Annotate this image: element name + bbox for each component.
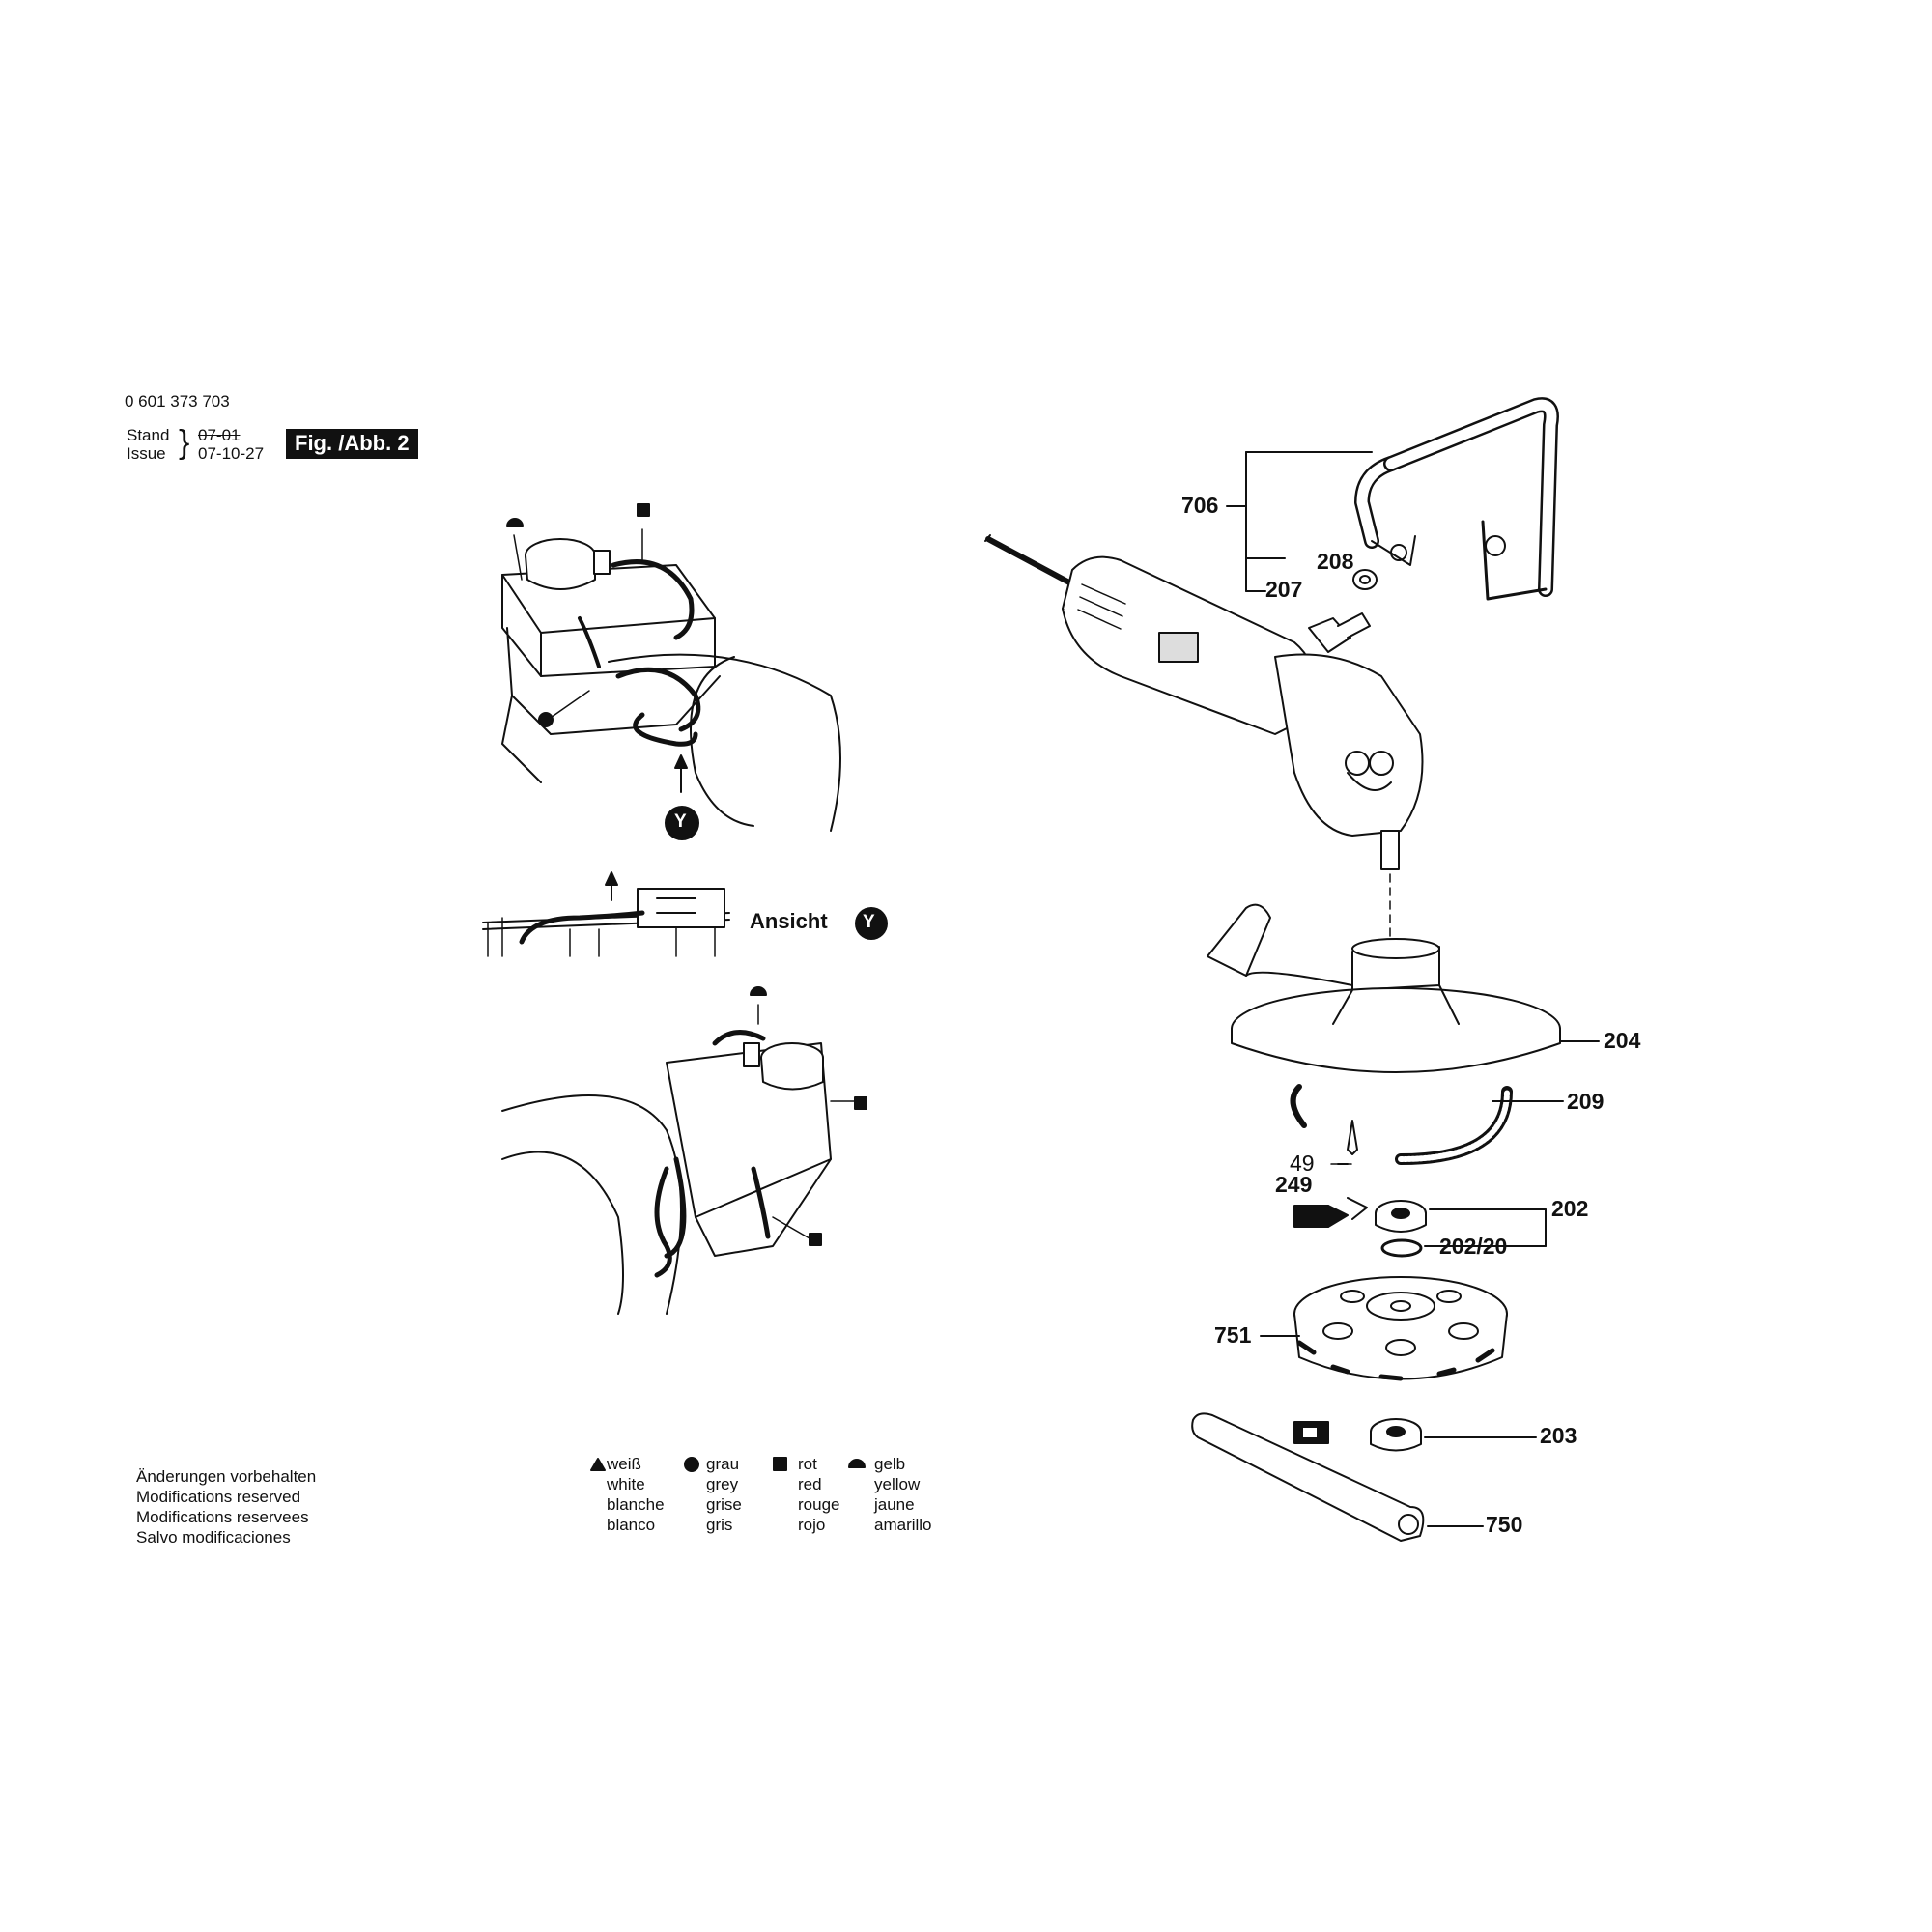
flange-drawing	[1293, 1197, 1547, 1258]
legend-grey-en: grey	[706, 1475, 739, 1493]
bow-handle-drawing	[1226, 397, 1559, 653]
notice-line-en: Modifications reserved	[136, 1488, 301, 1506]
view-y-marker-top	[665, 806, 699, 840]
legend-grey-es: gris	[706, 1516, 733, 1534]
legend-circle-symbol	[684, 1457, 699, 1472]
legend-red-es: rojo	[798, 1516, 826, 1534]
legend-grey-fr: grise	[706, 1495, 742, 1514]
legend-yellow-fr: jaune	[874, 1495, 915, 1514]
legend-yellow-de: gelb	[874, 1455, 906, 1473]
issue-date: 07-10-27	[198, 444, 265, 463]
part-label-209: 209	[1567, 1089, 1605, 1114]
part-label-750: 750	[1486, 1512, 1523, 1537]
part-label-706: 706	[1181, 493, 1219, 518]
part-label-202: 202	[1551, 1196, 1589, 1221]
notice-line-es: Salvo modificaciones	[136, 1528, 291, 1547]
legend-triangle-symbol	[590, 1458, 606, 1471]
part-label-207: 207	[1265, 577, 1303, 602]
view-y-letter: Y	[863, 912, 875, 932]
part-label-249: 249	[1275, 1172, 1313, 1197]
view-y-detail	[482, 871, 730, 957]
marker-yellow-top	[506, 518, 524, 527]
marker-grey-top	[538, 712, 554, 727]
screw-drawing	[1330, 1120, 1358, 1165]
ansicht-label: Ansicht	[750, 909, 828, 933]
legend-white-fr: blanche	[607, 1495, 665, 1514]
view-y-marker-label: Y	[855, 907, 888, 940]
header-brace: }	[179, 424, 190, 461]
legend-square-symbol	[773, 1457, 787, 1471]
part-label-208: 208	[1317, 549, 1354, 574]
notice-line-fr: Modifications reservees	[136, 1508, 309, 1526]
marker-red-bottom-1	[854, 1096, 867, 1110]
drawing-number: 0 601 373 703	[125, 392, 230, 411]
legend-yellow-es: amarillo	[874, 1516, 932, 1534]
nut-drawing	[1293, 1418, 1537, 1452]
wiring-detail-top	[501, 528, 841, 832]
brush-ring-drawing	[1290, 1084, 1564, 1165]
issue-label: Issue	[127, 444, 166, 463]
pin-spanner-drawing	[1191, 1412, 1484, 1542]
guard-drawing	[1207, 903, 1600, 1073]
legend-yellow-en: yellow	[874, 1475, 921, 1493]
part-label-49: 49	[1290, 1151, 1315, 1176]
legend-grey-de: grau	[706, 1455, 740, 1473]
legend-white-de: weiß	[607, 1455, 641, 1473]
legend-half-circle-symbol	[848, 1459, 866, 1468]
part-label-203: 203	[1540, 1423, 1577, 1448]
figure-label: Fig. /Abb. 2	[286, 429, 418, 459]
stand-date: 07-01	[198, 426, 241, 444]
part-label-202-20: 202/20	[1439, 1234, 1508, 1259]
wiring-detail-bottom	[501, 1004, 856, 1315]
legend-red-en: red	[798, 1475, 822, 1493]
view-y-letter-top: Y	[674, 811, 687, 832]
marker-yellow-bottom	[750, 986, 767, 996]
stand-label: Stand	[127, 426, 170, 444]
legend-white-es: blanco	[607, 1516, 656, 1534]
cup-wheel-drawing	[1260, 1276, 1508, 1381]
marker-red-top	[637, 503, 650, 517]
part-label-751: 751	[1214, 1322, 1252, 1348]
marker-red-bottom-2	[809, 1233, 822, 1246]
angle-grinder-drawing	[984, 534, 1424, 1315]
notice-line-de: Änderungen vorbehalten	[136, 1467, 317, 1486]
legend-red-fr: rouge	[798, 1495, 840, 1514]
part-label-204: 204	[1604, 1028, 1641, 1053]
legend-red-de: rot	[798, 1455, 817, 1473]
legend-white-en: white	[607, 1475, 645, 1493]
